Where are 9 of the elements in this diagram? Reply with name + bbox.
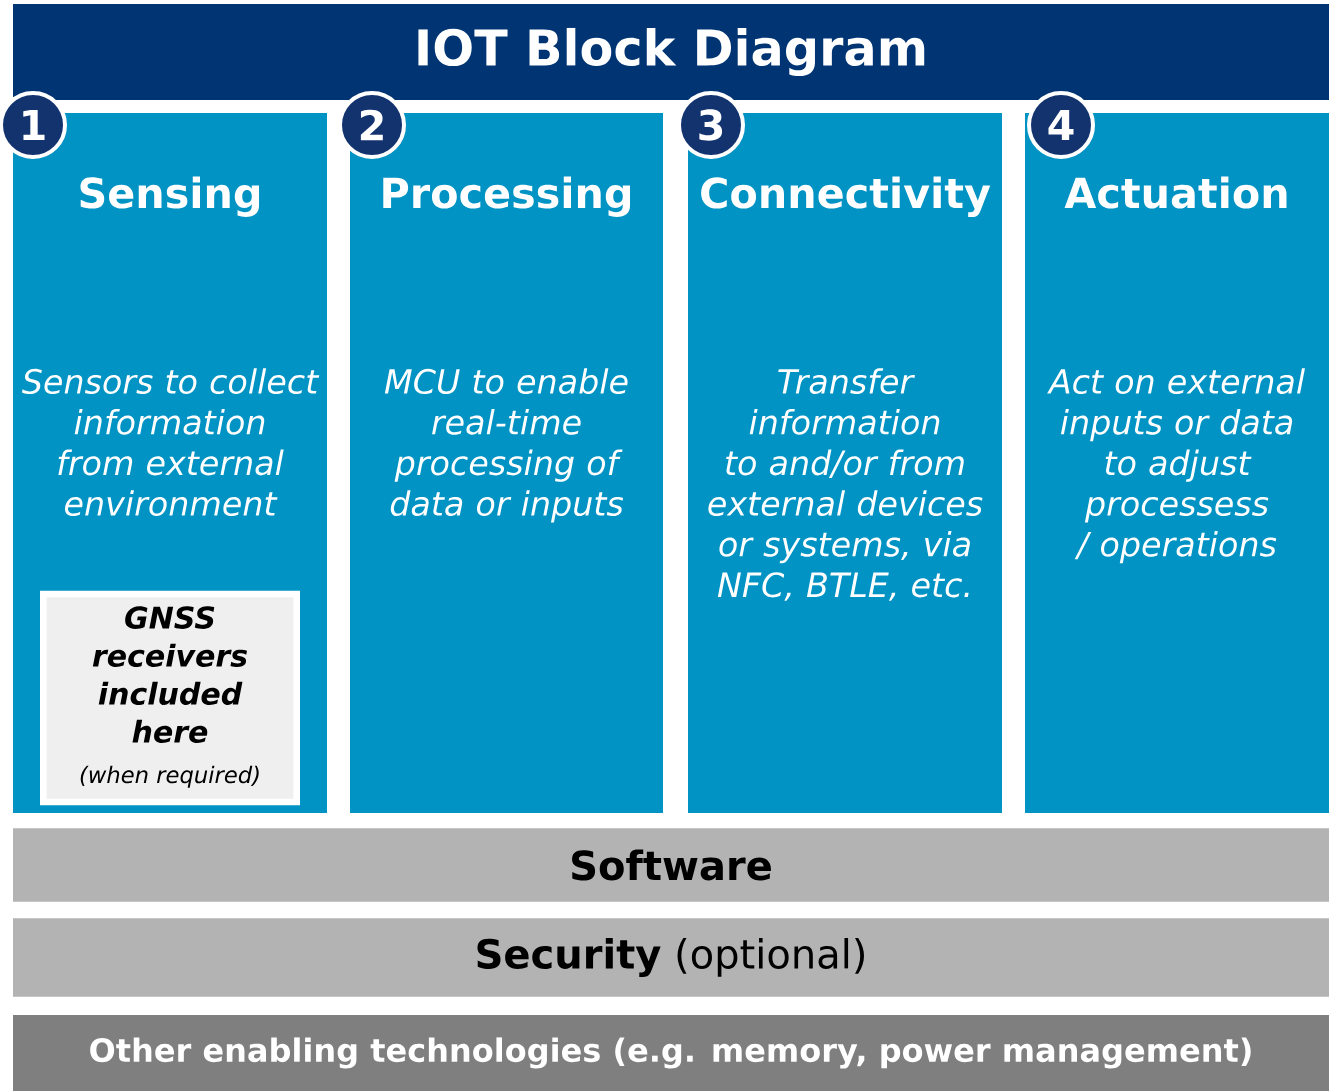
layer-band: Security (optional)	[13, 918, 1329, 997]
step-number: 4	[1027, 91, 1095, 159]
layer-band: Other enabling technologies (e.g. memory, power management)	[13, 1015, 1329, 1091]
layer-band: Software	[13, 828, 1329, 902]
step-number: 1	[0, 91, 67, 159]
step-number: 2	[338, 91, 406, 159]
note-box: GNSS receivers included here (when required)	[40, 590, 300, 806]
title-banner: IOT Block Diagram	[13, 4, 1329, 100]
step-number: 3	[677, 91, 745, 159]
